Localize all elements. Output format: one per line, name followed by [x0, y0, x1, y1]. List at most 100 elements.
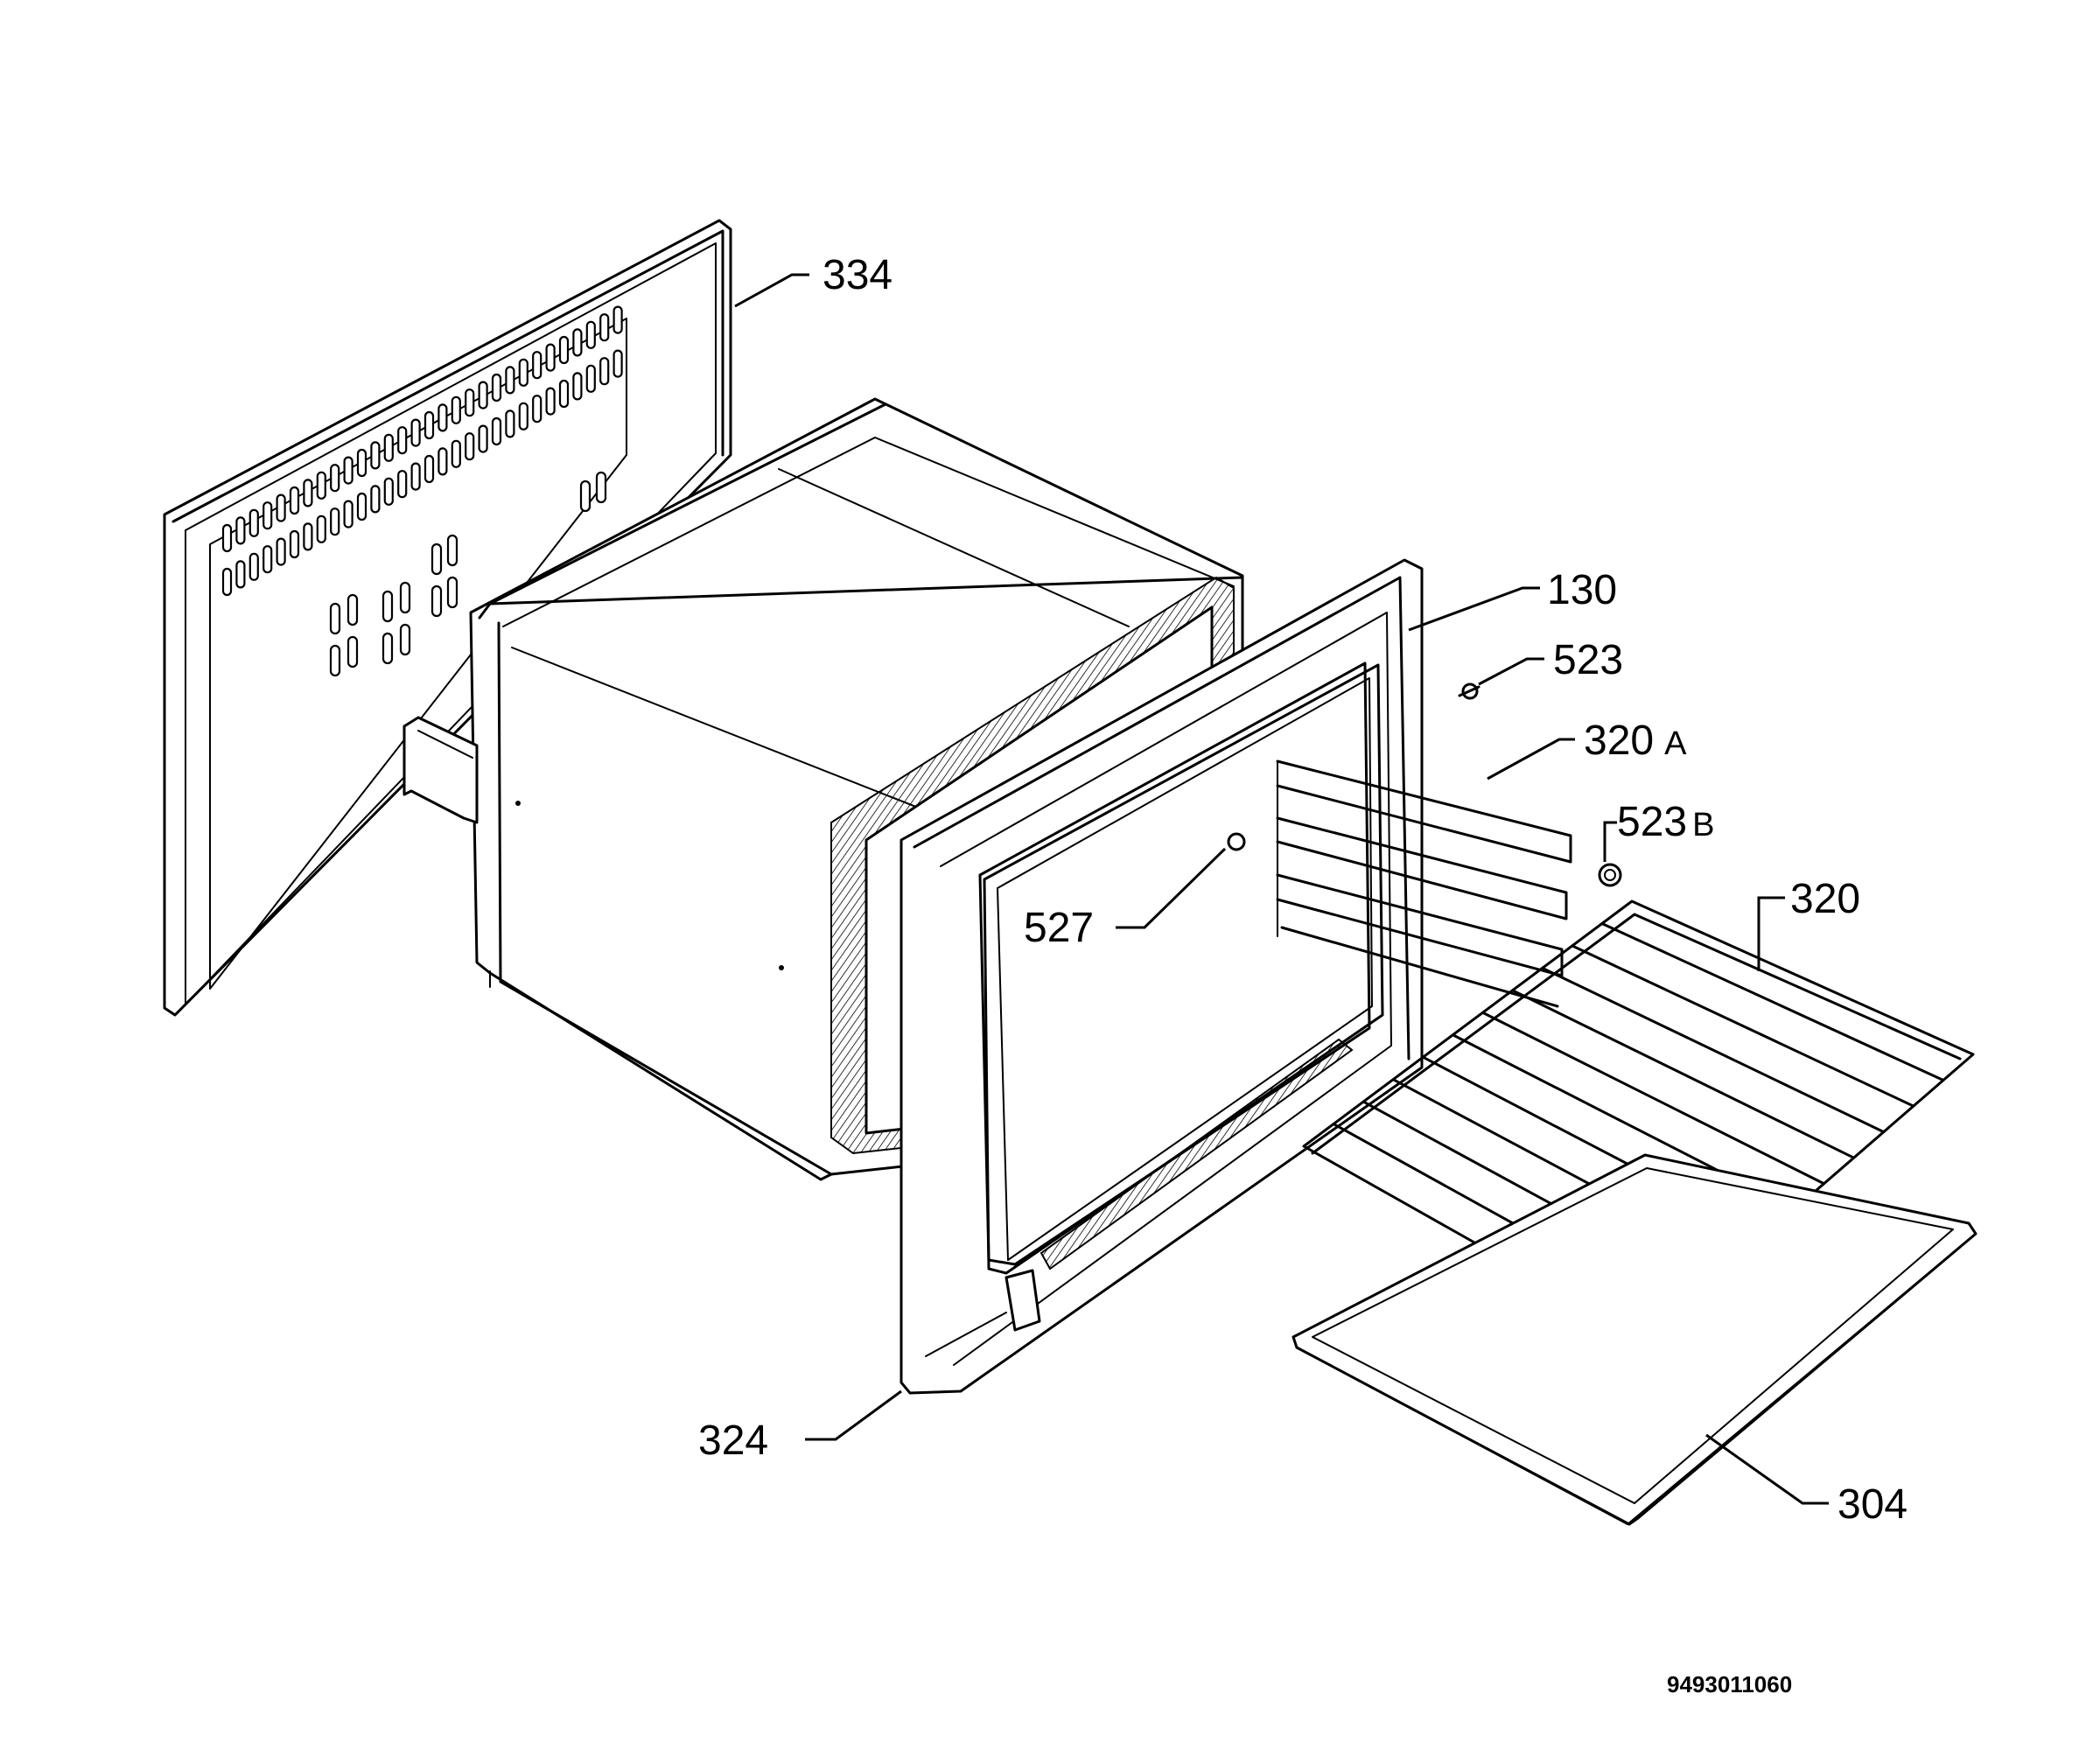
vent-slot — [478, 424, 488, 453]
vent-slot — [383, 433, 394, 462]
vent-slot — [438, 447, 448, 476]
vent-slot — [303, 479, 313, 508]
vent-slot — [595, 471, 607, 504]
part-label-334: 334 — [822, 252, 892, 298]
vent-slot — [221, 567, 233, 597]
vent-slot — [446, 576, 458, 609]
vent-slot — [572, 372, 583, 401]
back-panel-drawing — [163, 219, 732, 1017]
vent-slot — [289, 529, 300, 559]
part-label-523: 523 — [1553, 637, 1623, 683]
vent-slot — [399, 581, 411, 614]
vent-slot — [346, 635, 359, 668]
vent-slot — [532, 351, 542, 380]
vent-slot — [438, 403, 448, 432]
vent-slots — [221, 305, 623, 677]
vent-slot — [248, 552, 259, 581]
baking-tray-drawing — [1292, 1153, 1978, 1526]
vent-slot — [410, 462, 421, 491]
vent-slot — [491, 373, 502, 402]
vent-slot — [329, 644, 341, 677]
vent-slot — [491, 416, 502, 446]
vent-slot — [518, 358, 528, 387]
vent-slot — [465, 432, 475, 461]
vent-slot — [424, 410, 435, 440]
vent-slot — [329, 602, 341, 635]
vent-slot — [262, 501, 273, 530]
part-label-130: 130 — [1547, 567, 1617, 613]
vent-slot — [276, 494, 286, 522]
shelf-wire — [1541, 966, 1886, 1134]
part-label-324: 324 — [698, 1418, 768, 1464]
vent-slot — [430, 542, 443, 576]
vent-slot — [451, 439, 461, 468]
vent-slot — [424, 454, 435, 484]
vent-slot — [612, 349, 623, 378]
vent-slot — [505, 366, 515, 395]
vent-slot — [505, 410, 515, 438]
vent-slot — [478, 381, 488, 410]
vent-slot — [465, 388, 475, 417]
shelf-wire — [1571, 944, 1915, 1108]
drawing-id: 9493011060 — [1667, 1671, 1792, 1698]
part-label-320: 320 — [1790, 876, 1860, 922]
vent-slot — [370, 485, 381, 514]
vent-slot — [330, 464, 340, 493]
vent-slot — [316, 471, 326, 500]
vent-slot — [397, 426, 408, 455]
vent-slot — [370, 441, 381, 470]
vent-slot — [579, 480, 592, 513]
vent-slot — [585, 320, 596, 349]
vent-slot — [446, 534, 458, 567]
vent-slot — [532, 395, 542, 424]
vent-slot — [235, 516, 246, 545]
vent-slot — [221, 523, 233, 553]
front-frame-drawing — [900, 558, 1424, 1395]
vent-slot — [545, 343, 556, 372]
vent-slot — [262, 545, 273, 574]
door-seal-drawing — [983, 663, 1384, 1275]
vent-slot — [382, 632, 394, 665]
shelf-support-drawing — [1276, 760, 1572, 1008]
vent-slot — [356, 492, 368, 522]
shelf-wire — [1511, 989, 1856, 1159]
vent-slot — [343, 456, 354, 485]
vent-slot — [599, 357, 610, 386]
vent-slot — [410, 418, 421, 447]
vent-slot — [612, 305, 623, 334]
vent-slot — [316, 514, 326, 543]
lamp-cover-drawing — [1598, 863, 1622, 887]
vent-slot — [558, 379, 570, 409]
part-label-304: 304 — [1838, 1481, 1908, 1528]
vent-slot — [276, 537, 286, 566]
vent-slot — [599, 313, 610, 342]
vent-slot — [382, 590, 394, 623]
leader-lines — [734, 273, 1829, 1505]
vent-slot — [518, 402, 528, 430]
vent-slot — [289, 486, 300, 515]
vent-slot — [430, 584, 443, 618]
vent-slot — [451, 396, 461, 424]
vent-slot — [330, 508, 340, 536]
part-label-527: 527 — [1024, 905, 1094, 951]
vent-slot — [303, 522, 313, 551]
vent-slot — [343, 500, 354, 528]
vent-slot — [558, 335, 570, 365]
shelf-wire — [1481, 1011, 1826, 1186]
shelf-wire — [1600, 921, 1945, 1082]
vent-slot — [585, 364, 596, 393]
lamp-holder-drawing — [1458, 682, 1480, 700]
vent-slot — [356, 448, 368, 478]
vent-slot — [397, 470, 408, 499]
vent-slot — [346, 593, 359, 626]
vent-slot — [248, 508, 259, 537]
vent-slot — [383, 477, 394, 506]
vent-slot — [399, 623, 411, 656]
vent-slot — [545, 387, 556, 416]
vent-slot — [235, 560, 246, 589]
vent-slot — [572, 328, 583, 357]
